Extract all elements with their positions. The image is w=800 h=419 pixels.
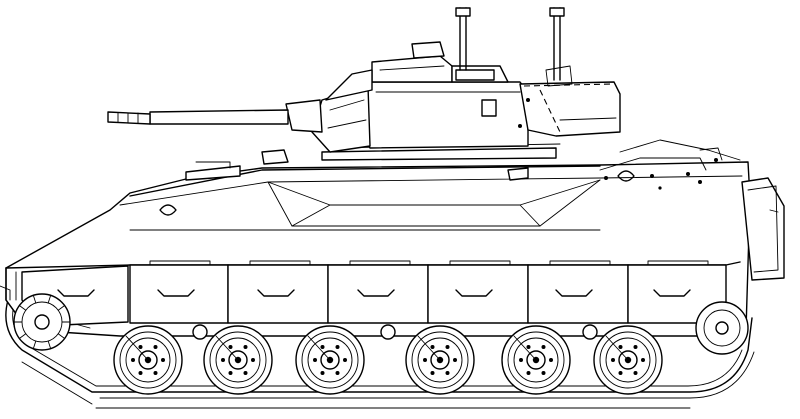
drive-sprocket (13, 293, 71, 351)
running-gear (13, 293, 749, 395)
turret (107, 7, 621, 161)
deck-fittings (185, 147, 723, 181)
skirt-panels (21, 260, 727, 327)
suspension-arm (605, 335, 629, 361)
return-roller (192, 324, 208, 340)
return-roller (582, 324, 598, 340)
suspension-arm (513, 335, 537, 361)
return-roller (380, 324, 396, 340)
suspension-arm (125, 335, 149, 361)
suspension-arm (417, 335, 441, 361)
suspension-arm (307, 335, 331, 361)
suspension-arm (215, 335, 239, 361)
track (5, 299, 755, 409)
rear-idler (695, 301, 749, 355)
